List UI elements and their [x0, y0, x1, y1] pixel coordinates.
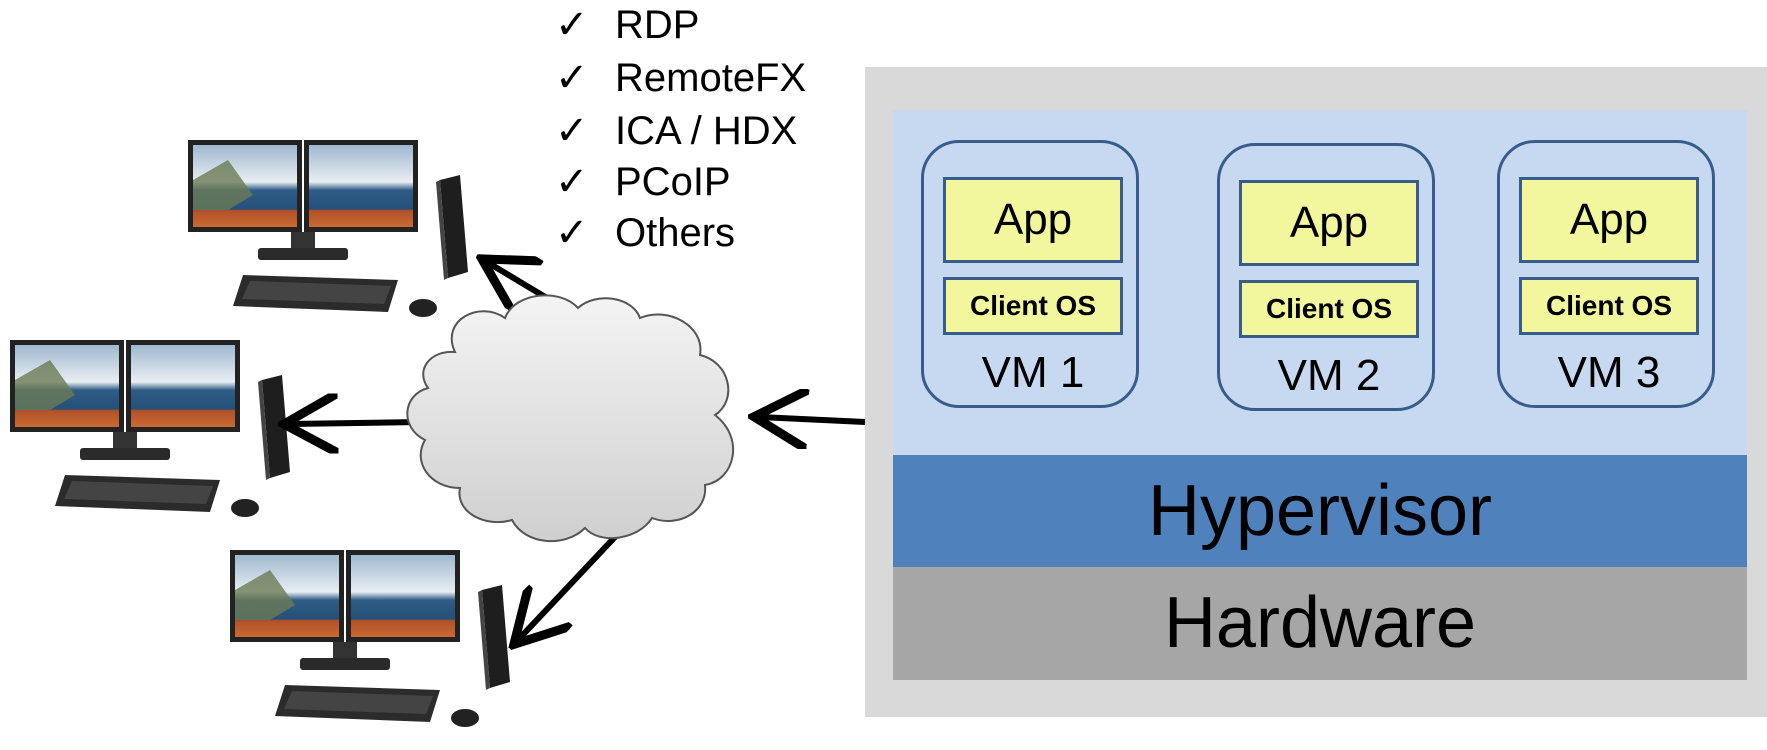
checkmark-icon: ✓	[555, 56, 589, 100]
protocol-label: PCoIP	[615, 160, 731, 204]
protocol-label: ICA / HDX	[615, 109, 798, 153]
vm-3: App Client OS VM 3	[1497, 140, 1715, 408]
protocol-label: RDP	[615, 3, 700, 47]
protocol-item: ✓ Others	[555, 208, 735, 258]
client-os-box: Client OS	[1519, 277, 1699, 335]
client-os-box: Client OS	[1239, 280, 1419, 338]
protocol-label: Others	[615, 211, 736, 255]
hypervisor-layer: Hypervisor	[893, 455, 1747, 567]
arrow-server-to-network	[760, 417, 866, 422]
checkmark-icon: ✓	[555, 3, 589, 47]
app-box: App	[943, 177, 1123, 263]
thin-client-workstation-icon	[10, 340, 290, 517]
thin-client-workstation-icon	[230, 550, 510, 727]
app-box: App	[1239, 180, 1419, 266]
vm-label: VM 1	[981, 348, 1085, 397]
checkmark-icon: ✓	[555, 211, 589, 255]
checkmark-icon: ✓	[555, 160, 589, 204]
protocol-item: ✓ ICA / HDX	[555, 106, 797, 156]
cloud-icon	[406, 294, 734, 543]
vm-2: App Client OS VM 2	[1217, 143, 1435, 411]
hardware-layer: Hardware	[893, 567, 1747, 680]
arrow-to-client-2	[290, 422, 421, 424]
client-os-box: Client OS	[943, 277, 1123, 335]
protocol-item: ✓ RDP	[555, 0, 699, 50]
protocol-item: ✓ RemoteFX	[555, 53, 806, 103]
checkmark-icon: ✓	[555, 109, 589, 153]
protocol-label: RemoteFX	[615, 56, 807, 100]
app-box: App	[1519, 177, 1699, 263]
vm-label: VM 3	[1557, 348, 1661, 397]
thin-client-workstation-icon	[188, 140, 468, 317]
vm-label: VM 2	[1277, 351, 1381, 400]
protocol-item: ✓ PCoIP	[555, 157, 731, 207]
vm-1: App Client OS VM 1	[921, 140, 1139, 408]
